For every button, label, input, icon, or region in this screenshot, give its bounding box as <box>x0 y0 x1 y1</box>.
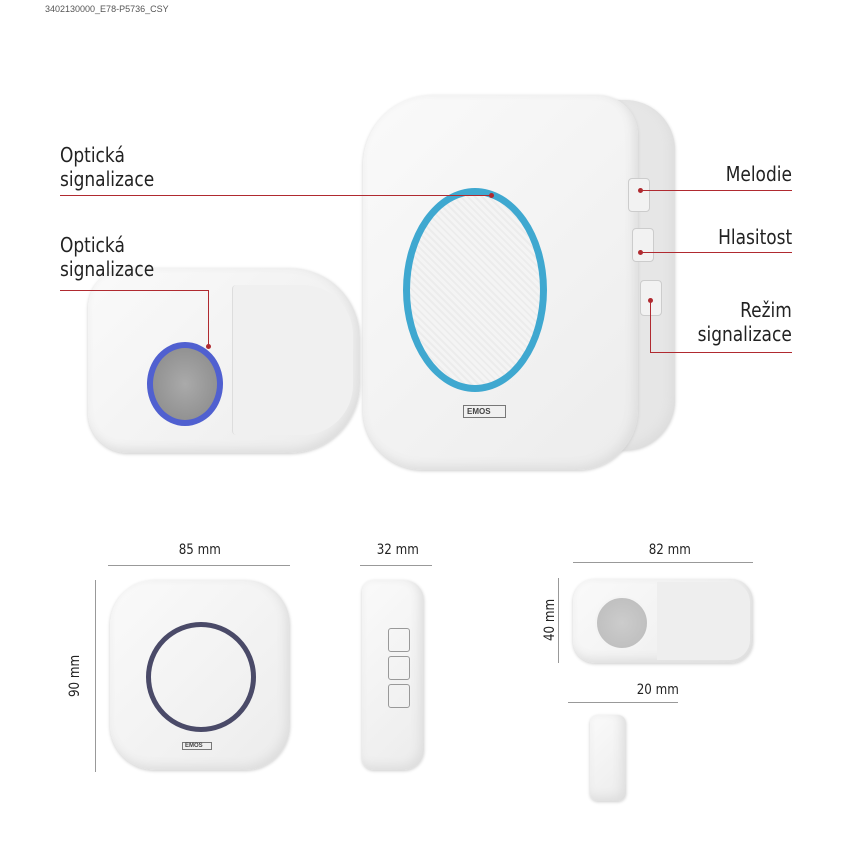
label-line: signalizace <box>60 257 155 281</box>
receiver-front-ring <box>146 622 256 732</box>
dim-line <box>573 562 753 563</box>
dim-button-height: 40 mm <box>541 598 558 642</box>
label-line: Režim <box>740 298 792 322</box>
dim-receiver-width: 85 mm <box>178 542 221 558</box>
side-button <box>388 684 410 708</box>
emos-logo: EMOS <box>463 405 506 418</box>
dim-receiver-depth: 32 mm <box>376 542 419 558</box>
callout-line <box>60 290 209 291</box>
volume-button[interactable] <box>632 228 654 262</box>
push-button-cover <box>232 285 353 435</box>
callout-line <box>640 190 792 191</box>
callout-dot <box>638 250 643 255</box>
receiver-side-view <box>362 580 424 770</box>
label-volume: Hlasitost <box>717 225 792 249</box>
product-code: 3402130000_E78-P5736_CSY <box>45 4 169 14</box>
emos-logo-front: EMOS <box>182 742 212 750</box>
side-button <box>388 628 410 652</box>
callout-dot <box>638 188 643 193</box>
dim-line <box>568 702 678 703</box>
dim-line <box>108 565 290 566</box>
callout-line <box>650 352 792 353</box>
side-button <box>388 656 410 680</box>
label-melody: Melodie <box>725 162 792 186</box>
callout-dot <box>206 344 211 349</box>
push-button-cover-front <box>657 582 750 660</box>
callout-dot <box>489 193 494 198</box>
push-button-side-view <box>590 715 626 801</box>
label-line: signalizace <box>60 167 155 191</box>
dim-receiver-height: 90 mm <box>66 654 83 698</box>
push-button-light <box>595 596 649 650</box>
callout-line <box>60 195 492 196</box>
melody-button[interactable] <box>628 178 650 212</box>
label-line: Optická <box>60 143 125 167</box>
dim-line <box>360 565 432 566</box>
push-button-ring <box>147 342 223 426</box>
dim-line <box>558 578 559 663</box>
dim-line <box>95 580 96 772</box>
label-line: signalizace <box>697 322 792 346</box>
label-line: Optická <box>60 233 125 257</box>
callout-line <box>650 300 651 353</box>
dim-button-width: 82 mm <box>648 542 691 558</box>
dim-button-depth: 20 mm <box>636 682 679 698</box>
callout-line <box>640 252 792 253</box>
receiver-light-ring <box>403 188 547 392</box>
callout-line <box>208 290 209 346</box>
callout-dot <box>648 298 653 303</box>
